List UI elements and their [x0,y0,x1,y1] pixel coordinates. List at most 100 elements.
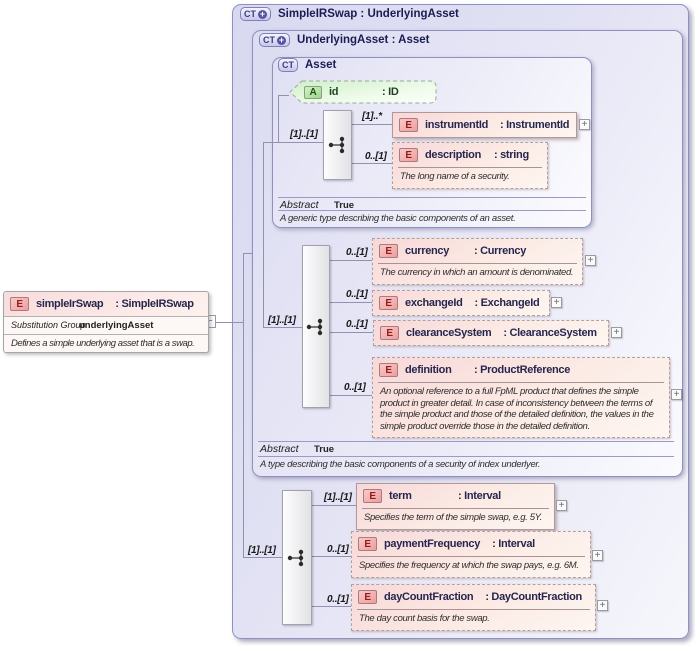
source-doc-row: Defines a simple underlying asset that i… [4,334,208,352]
tree-line [352,163,392,164]
row-divider [278,197,586,198]
tree-line [352,124,392,125]
sequence-icon [287,549,304,566]
tree-line [243,253,244,557]
source-element-type: : SimpleIRSwap [115,298,194,310]
simpleirswap-header: CT+ SimpleIRSwap : UnderlyingAsset [240,7,459,21]
element-name: dayCountFraction [384,591,474,603]
attribute-icon: A [304,85,322,99]
attribute-name: id [329,86,339,98]
asset-title: Asset [305,59,337,71]
element-type: : Interval [492,538,535,550]
cardinality-label: 0..[1] [346,247,368,258]
expand-button-definition[interactable]: + [671,389,682,400]
element-doc: Specifies the frequency at which the swa… [357,556,585,577]
tree-line [330,302,372,303]
element-icon: E [358,590,377,604]
sequence-icon [306,318,323,335]
element-doc: The long name of a security. [398,167,542,188]
element-name: definition [405,364,452,376]
element-name: currency [405,245,450,257]
complex-type-icon: CT+ [259,33,290,47]
abstract-value: True [334,200,355,211]
expand-button-paymentfrequency[interactable]: + [592,550,603,561]
element-definition[interactable]: E definition : ProductReference An optio… [372,357,670,438]
tree-line [278,95,279,142]
abstract-label: Abstract [280,199,319,211]
element-doc: The currency in which an amount is denom… [378,263,577,284]
expand-button-term[interactable]: + [556,500,567,511]
element-doc: An optional reference to a full FpML pro… [378,382,664,437]
element-type: : ClearanceSystem [503,327,597,339]
attribute-id[interactable]: A id : ID [288,80,437,104]
tree-line [312,606,351,607]
element-icon: E [363,489,382,503]
abstract-value: True [314,444,335,455]
tree-line [330,395,372,396]
element-currency[interactable]: E currency : Currency The currency in wh… [372,238,583,285]
source-element-doc: Defines a simple underlying asset that i… [11,338,195,349]
element-type: : DayCountFraction [485,591,582,603]
tree-line [312,556,351,557]
element-clearancesystem[interactable]: E clearanceSystem : ClearanceSystem [373,320,609,346]
element-exchangeid[interactable]: E exchangeId : ExchangeId [372,290,550,316]
tree-line [243,557,282,558]
complex-type-icon: CT+ [240,7,271,21]
expand-button-clearancesystem[interactable]: + [611,327,622,338]
element-doc: The day count basis for the swap. [357,609,590,630]
cardinality-label: 0..[1] [365,151,387,162]
asset-header: CT Asset [278,58,336,72]
complex-type-icon: CT [278,58,298,72]
element-paymentfrequency[interactable]: E paymentFrequency : Interval Specifies … [351,531,591,578]
source-element-simpleirswap[interactable]: E simpleIrSwap : SimpleIRSwap Substituti… [3,291,209,353]
expand-button-instrumentid[interactable]: + [579,119,590,130]
cardinality-label: 0..[1] [346,319,368,330]
cardinality-label: 0..[1] [346,289,368,300]
tree-line [330,332,373,333]
element-icon: E [379,244,398,258]
expand-button-exchangeid[interactable]: + [551,297,562,308]
tree-line [263,142,323,143]
element-daycountfraction[interactable]: E dayCountFraction : DayCountFraction Th… [351,584,596,631]
cardinality-label: 0..[1] [344,382,366,393]
element-icon: E [399,118,418,132]
sequence-connector-simpleirswap[interactable] [282,490,312,625]
element-type: : Currency [474,245,527,257]
attribute-shape [289,80,437,104]
cardinality-label: 0..[1] [327,594,349,605]
substitution-group-row: Substitution Group underlyingAsset [4,316,208,334]
row-divider [258,441,674,442]
substitution-group-label: Substitution Group [11,320,86,330]
element-type: : ProductReference [474,364,571,376]
element-instrumentid[interactable]: E instrumentId : InstrumentId [392,112,577,138]
expand-circle-icon: + [277,34,286,45]
element-icon: E [358,537,377,551]
tree-line [263,142,264,328]
cardinality-label: 0..[1] [327,544,349,555]
element-icon: E [10,297,29,311]
cardinality-label: [1]..[1] [268,315,296,326]
tree-line [216,322,243,323]
element-icon: E [379,296,398,310]
element-term[interactable]: E term : Interval Specifies the term of … [356,483,555,530]
source-element-name: simpleIrSwap [36,298,104,310]
element-name: exchangeId [405,297,463,309]
element-name: description [425,149,481,161]
expand-button-daycountfraction[interactable]: + [597,600,608,611]
element-type: : InstrumentId [500,119,570,131]
underlyingasset-doc: A type describing the basic components o… [260,459,541,470]
element-type: : ExchangeId [474,297,540,309]
sequence-connector-asset[interactable] [323,110,352,180]
abstract-label: Abstract [260,443,299,455]
cardinality-label: [1]..* [362,111,382,122]
substitution-group-value: underlyingAsset [79,320,154,331]
element-icon: E [380,326,399,340]
element-type: : string [494,149,529,161]
row-divider [258,456,674,457]
element-description[interactable]: E description : string The long name of … [392,142,548,189]
sequence-connector-underlyingasset[interactable] [302,245,330,408]
tree-line [263,327,302,328]
expand-button-currency[interactable]: + [585,255,596,266]
element-name: term [389,490,412,502]
tree-line [312,505,356,506]
